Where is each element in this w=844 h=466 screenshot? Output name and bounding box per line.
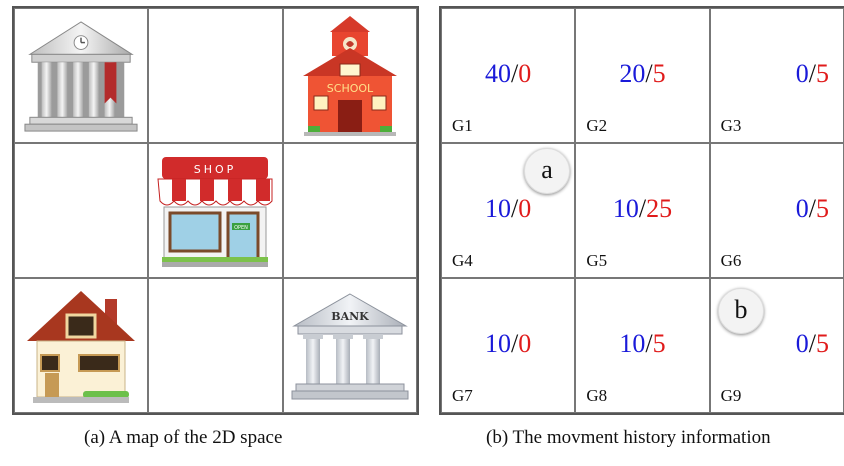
- agent-a-marker: a: [524, 148, 570, 194]
- map-cell-4: [14, 143, 149, 278]
- count-pair: 0/5: [711, 329, 843, 359]
- count-separator: /: [511, 329, 519, 358]
- grid-cell-g3: 0/5 G3: [709, 8, 844, 143]
- count-a: 10: [485, 194, 512, 223]
- agent-b-marker: b: [718, 288, 764, 334]
- grid-cell-g7: 10/0 G7: [441, 278, 576, 413]
- count-b: 5: [815, 59, 829, 88]
- count-pair: 10/25: [576, 194, 708, 224]
- grid-label: G1: [452, 116, 473, 135]
- count-pair: 40/0: [442, 59, 574, 89]
- map-cell-2: [148, 8, 283, 143]
- count-a: 20: [619, 59, 646, 88]
- count-b: 0: [518, 59, 532, 88]
- map-cell-8: [148, 278, 283, 413]
- count-b: 5: [652, 329, 666, 358]
- house-icon: [27, 290, 136, 403]
- count-a: 0: [795, 59, 809, 88]
- open-sign: OPEN: [235, 225, 249, 231]
- count-a: 10: [485, 329, 512, 358]
- map-cell-1: [14, 8, 149, 143]
- shop-icon: SHOP OPEN: [157, 156, 273, 267]
- count-a: 10: [619, 329, 646, 358]
- count-separator: /: [808, 329, 816, 358]
- grid-label: G9: [720, 386, 742, 405]
- count-pair: 0/5: [711, 59, 843, 89]
- grid-cell-g9: 0/5 G9: [709, 278, 844, 413]
- school-sign: SCHOOL: [327, 82, 374, 95]
- museum-icon: [24, 20, 138, 132]
- grid-cell-g6: 0/5 G6: [709, 143, 844, 278]
- count-b: 0: [518, 329, 532, 358]
- map-caption: (a) A map of the 2D space: [84, 427, 283, 448]
- grid-cell-g8: 10/5 G8: [575, 278, 710, 413]
- history-grid: 40/0 G1 20/5 G2 0/5 G3 10/0 G4 10/25 G5 …: [439, 6, 844, 415]
- grid-label: G4: [452, 251, 473, 270]
- count-separator: /: [808, 59, 816, 88]
- map-cell-9: BANK: [282, 278, 417, 413]
- map-cell-7: [14, 278, 149, 413]
- count-a: 0: [795, 329, 809, 358]
- school-icon: SCHOOL: [302, 15, 397, 136]
- map-cell-6: [282, 143, 417, 278]
- count-pair: 10/0: [442, 194, 574, 224]
- shop-sign: SHOP: [194, 163, 237, 176]
- grid-cell-g2: 20/5 G2: [575, 8, 710, 143]
- count-separator: /: [808, 194, 816, 223]
- map-cell-5: SHOP OPEN: [148, 143, 283, 278]
- history-caption: (b) The movment history information: [486, 427, 771, 448]
- count-pair: 10/5: [576, 329, 708, 359]
- map-grid: SCHOOL SHOP OPEN: [12, 6, 419, 415]
- bank-icon: BANK: [291, 292, 409, 399]
- grid-label: G2: [586, 116, 608, 135]
- count-pair: 20/5: [576, 59, 708, 89]
- grid-label: G5: [586, 251, 608, 270]
- count-b: 25: [646, 194, 673, 223]
- count-b: 5: [652, 59, 666, 88]
- grid-cell-g1: 40/0 G1: [441, 8, 576, 143]
- count-pair: 10/0: [442, 329, 574, 359]
- count-separator: /: [645, 329, 653, 358]
- count-b: 5: [815, 194, 829, 223]
- map-cell-3: SCHOOL: [282, 8, 417, 143]
- count-separator: /: [511, 59, 519, 88]
- grid-label: G7: [452, 386, 473, 405]
- grid-label: G8: [586, 386, 608, 405]
- count-b: 0: [518, 194, 532, 223]
- bank-sign: BANK: [331, 310, 369, 323]
- count-pair: 0/5: [711, 194, 843, 224]
- grid-cell-g5: 10/25 G5: [575, 143, 710, 278]
- grid-label: G6: [720, 251, 742, 270]
- count-b: 5: [815, 329, 829, 358]
- count-a: 40: [485, 59, 512, 88]
- count-a: 10: [612, 194, 639, 223]
- count-a: 0: [795, 194, 809, 223]
- grid-cell-g4: 10/0 G4: [441, 143, 576, 278]
- count-separator: /: [645, 59, 653, 88]
- count-separator: /: [638, 194, 647, 223]
- count-separator: /: [511, 194, 519, 223]
- grid-label: G3: [720, 116, 742, 135]
